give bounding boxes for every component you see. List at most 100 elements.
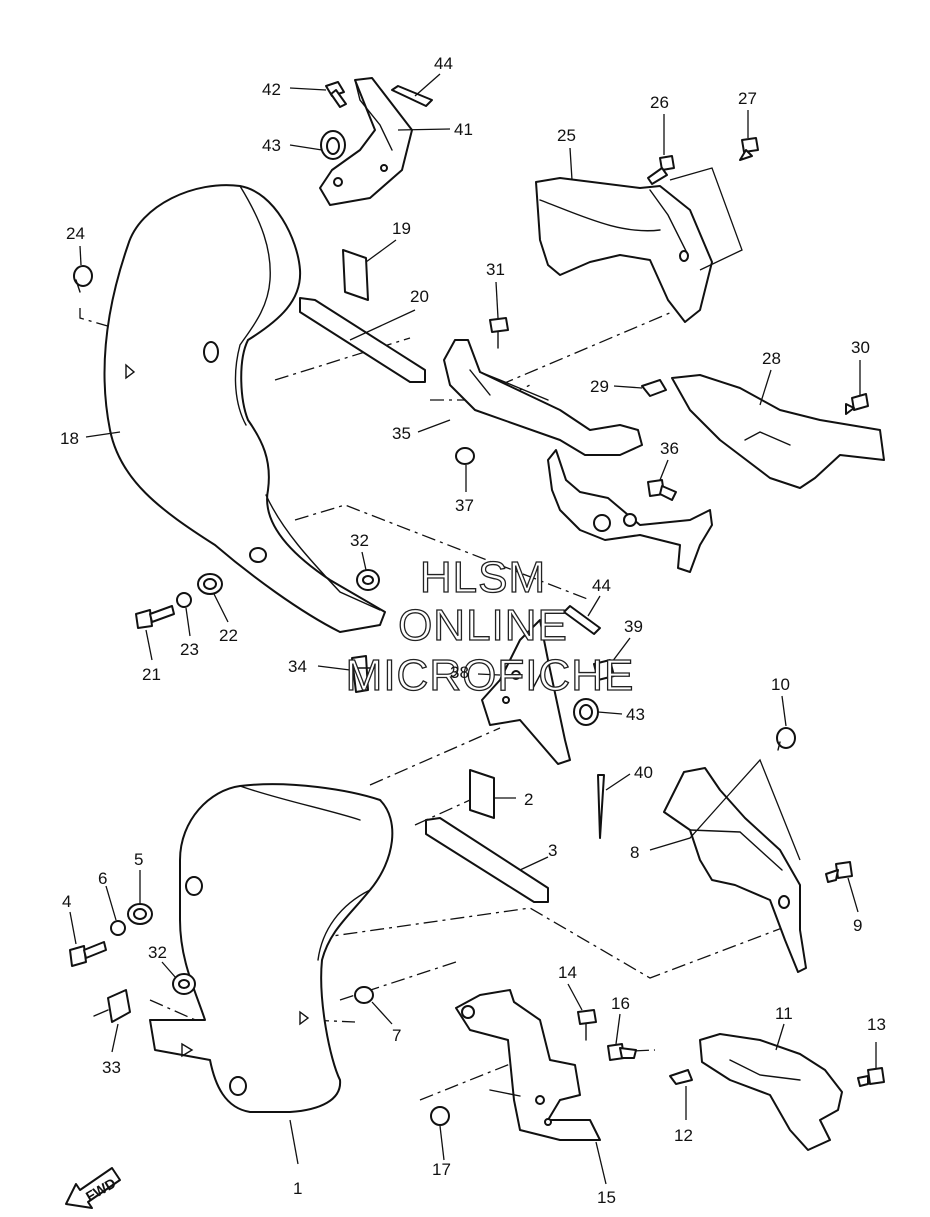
bolt-13 <box>857 1067 885 1087</box>
pin-40 <box>597 774 605 839</box>
callout-30: 30 <box>851 338 870 357</box>
bolt-31 <box>489 317 509 349</box>
clip-29 <box>641 379 667 397</box>
guard-bar-35 <box>443 339 713 573</box>
bolt-4 <box>69 941 107 967</box>
strip-3 <box>425 817 549 903</box>
callout-44-top: 44 <box>434 54 453 73</box>
callout-36: 36 <box>660 439 679 458</box>
bolt-16 <box>607 1043 637 1061</box>
bolt-24 <box>73 265 93 293</box>
bolt-27 <box>739 137 759 161</box>
callout-numbers: 42 44 41 43 25 26 27 19 24 20 31 30 28 2… <box>60 54 886 1207</box>
strip-44-mid <box>563 605 601 635</box>
lower-engine-guard <box>149 783 394 1113</box>
callout-34: 34 <box>288 657 307 676</box>
upper-engine-guard <box>103 184 386 633</box>
bolt-9 <box>825 861 853 883</box>
callout-16: 16 <box>611 994 630 1013</box>
bolt-39 <box>593 659 615 681</box>
callout-5: 5 <box>134 850 143 869</box>
callout-11: 11 <box>775 1004 793 1023</box>
callout-41: 41 <box>454 120 473 139</box>
bolt-21 <box>135 605 175 629</box>
bracket-38 <box>481 619 571 765</box>
callout-20: 20 <box>410 287 429 306</box>
strip-20 <box>299 297 426 383</box>
callout-32-upper: 32 <box>350 531 369 550</box>
callout-26: 26 <box>650 93 669 112</box>
bolt-42 <box>325 81 347 108</box>
collar-37 <box>455 447 475 465</box>
callout-29: 29 <box>590 377 609 396</box>
callout-1: 1 <box>293 1179 302 1198</box>
pad-2 <box>469 769 495 819</box>
bolt-10 <box>776 727 796 751</box>
callout-24: 24 <box>66 224 85 243</box>
callout-21: 21 <box>142 665 161 684</box>
callout-31: 31 <box>486 260 505 279</box>
callout-19: 19 <box>392 219 411 238</box>
callout-22: 22 <box>219 626 238 645</box>
washer-6 <box>110 920 126 936</box>
callout-33: 33 <box>102 1058 121 1077</box>
washer-23 <box>176 592 192 608</box>
callout-42: 42 <box>262 80 281 99</box>
collar-7 <box>354 986 374 1004</box>
callout-40: 40 <box>634 763 653 782</box>
strip-44-top <box>391 85 433 107</box>
callout-32-lower: 32 <box>148 943 167 962</box>
cover-25 <box>535 177 713 323</box>
callout-38: 38 <box>450 663 469 682</box>
callout-44-mid: 44 <box>592 576 611 595</box>
watermark-line-1: HLSM <box>420 553 546 602</box>
callout-27: 27 <box>738 89 757 108</box>
callout-4: 4 <box>62 892 71 911</box>
clip-12 <box>669 1069 693 1085</box>
fwd-arrow-icon: FWD <box>65 1167 121 1209</box>
clip-33 <box>93 989 131 1023</box>
callout-2: 2 <box>524 790 533 809</box>
watermark-line-3: MICROFICHE <box>346 651 635 700</box>
callout-43-mid: 43 <box>626 705 645 724</box>
cover-11 <box>699 1033 843 1151</box>
callout-8: 8 <box>630 843 639 862</box>
callout-14: 14 <box>558 963 577 982</box>
clamp-43-top <box>320 130 346 160</box>
callout-39: 39 <box>624 617 643 636</box>
watermark-line-2: ONLINE <box>398 601 568 650</box>
collar-17 <box>430 1106 450 1126</box>
pad-19 <box>342 249 369 301</box>
callout-3: 3 <box>548 841 557 860</box>
callout-17: 17 <box>432 1160 451 1179</box>
cover-8 <box>663 767 807 973</box>
bolt-30 <box>845 393 869 415</box>
bolt-36 <box>647 479 677 501</box>
callout-9: 9 <box>853 916 862 935</box>
callout-35: 35 <box>392 424 411 443</box>
callout-25: 25 <box>557 126 576 145</box>
callout-43-top: 43 <box>262 136 281 155</box>
bolt-34 <box>349 655 371 693</box>
bolt-26 <box>647 155 675 185</box>
callout-10: 10 <box>771 675 790 694</box>
bolt-14 <box>577 1009 597 1041</box>
callout-12: 12 <box>674 1126 693 1145</box>
callout-18: 18 <box>60 429 79 448</box>
collar-32-upper <box>356 569 380 591</box>
leader-lines <box>69 73 877 1185</box>
callout-6: 6 <box>98 869 107 888</box>
callout-28: 28 <box>762 349 781 368</box>
cover-28 <box>671 374 885 489</box>
collar-22 <box>197 573 223 595</box>
callout-13: 13 <box>867 1015 886 1034</box>
callout-7: 7 <box>392 1026 401 1045</box>
guard-bar-15 <box>455 989 601 1141</box>
collar-32-lower <box>172 973 196 995</box>
callout-15: 15 <box>597 1188 616 1207</box>
collar-5 <box>127 903 153 925</box>
clamp-43-mid <box>573 698 599 726</box>
callout-37: 37 <box>455 496 474 515</box>
bracket-41 <box>319 77 413 206</box>
